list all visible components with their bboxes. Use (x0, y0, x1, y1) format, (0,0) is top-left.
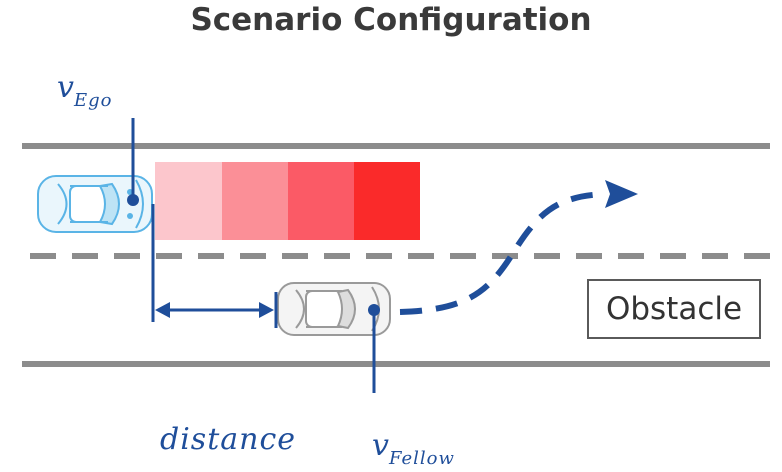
v-fellow-symbol: v (372, 428, 389, 463)
fellow-car-icon (277, 282, 391, 336)
v-fellow-subscript: Fellow (388, 448, 455, 469)
distance-label: distance (160, 422, 297, 457)
fellow-trajectory-path (399, 191, 606, 315)
risk-zone-segment-3 (288, 162, 354, 240)
diagram-title: Scenario Configuration (190, 2, 592, 38)
distance-arrowhead-left (155, 302, 170, 318)
v-ego-symbol: v (57, 70, 74, 105)
ego-car-icon (37, 175, 153, 233)
risk-zone-segment-1 (155, 162, 222, 240)
risk-zone-segment-2 (222, 162, 288, 240)
risk-zone (155, 162, 420, 240)
v-ego-pointer-dot (127, 194, 139, 206)
risk-zone-segment-4 (354, 162, 420, 240)
obstacle-box: Obstacle (587, 279, 761, 339)
v-ego-subscript: Ego (73, 90, 113, 111)
v-fellow-label: vFellow (372, 428, 455, 469)
v-ego-label: vEgo (57, 70, 112, 111)
v-fellow-pointer-dot (368, 304, 380, 316)
trajectory-arrow-head (605, 180, 638, 208)
distance-arrowhead-right (259, 302, 274, 318)
